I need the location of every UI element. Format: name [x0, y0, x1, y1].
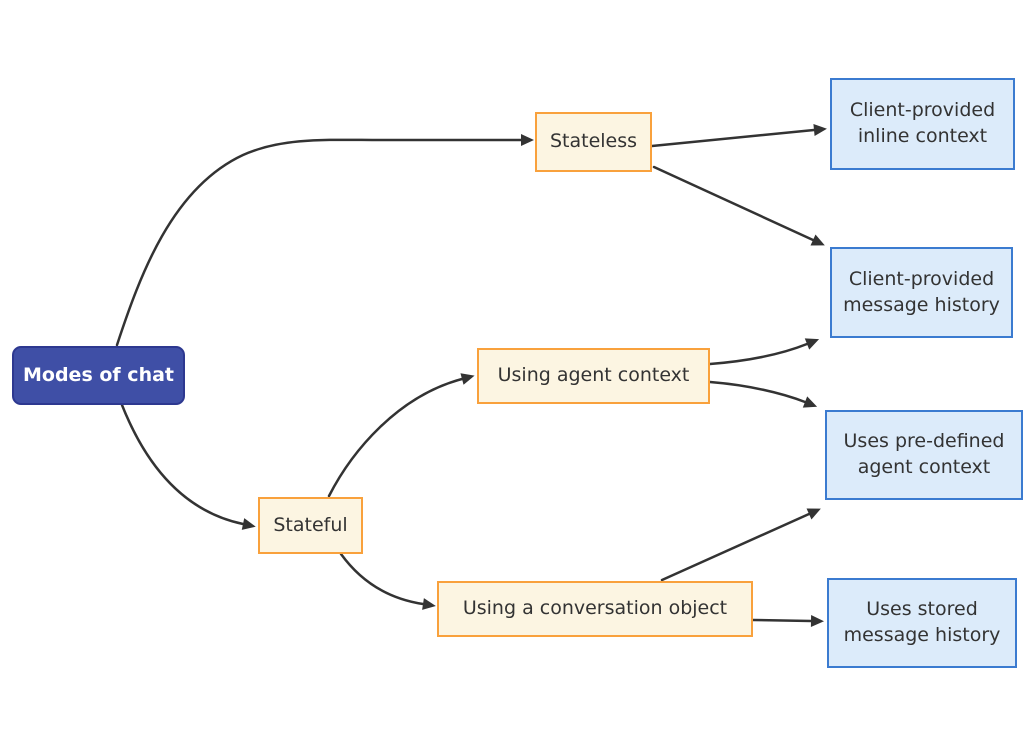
edge-root-stateful [120, 403, 256, 530]
edge-agent-context-predefined [708, 380, 818, 408]
node-modes-of-chat: Modes of chat [12, 346, 185, 405]
edge-stateless-message-history [652, 165, 825, 246]
node-stateful: Stateful [258, 497, 363, 554]
node-modes-of-chat-label: Modes of chat [23, 363, 174, 386]
edge-stateful-agent-context [327, 373, 475, 498]
edge-conversation-stored-history [751, 615, 824, 627]
node-stateful-label: Stateful [273, 513, 348, 536]
node-uses-stored-message-history: Uses stored message history [827, 578, 1017, 668]
node-using-a-conversation-object-label: Using a conversation object [462, 597, 728, 620]
edge-root-stateless [115, 134, 534, 347]
node-client-provided-inline-context: Client-provided inline context [830, 78, 1015, 170]
node-uses-stored-message-history-label: Uses stored message history [843, 598, 1001, 646]
edge-stateless-inline-context [650, 124, 827, 148]
node-stateless-label: Stateless [549, 130, 638, 153]
node-using-agent-context: Using agent context [477, 348, 710, 404]
node-client-provided-message-history-label: Client-provided message history [843, 267, 1000, 316]
node-using-a-conversation-object: Using a conversation object [437, 581, 753, 637]
node-using-agent-context-label: Using agent context [497, 364, 690, 387]
node-client-provided-message-history: Client-provided message history [830, 247, 1013, 338]
node-stateless: Stateless [535, 112, 652, 172]
node-uses-pre-defined-agent-context: Uses pre-defined agent context [825, 410, 1023, 500]
node-uses-pre-defined-agent-context-label: Uses pre-defined agent context [843, 430, 1005, 478]
edge-conversation-predefined [660, 508, 821, 582]
edge-stateful-conversation [339, 552, 436, 610]
edge-agent-context-message-history [708, 338, 820, 366]
node-client-provided-inline-context-label: Client-provided inline context [849, 99, 996, 147]
